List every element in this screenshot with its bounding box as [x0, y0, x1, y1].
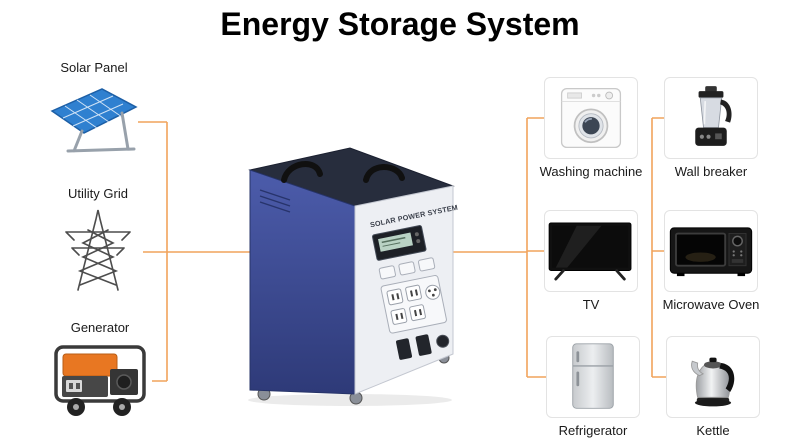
appliance-label: TV: [582, 297, 600, 312]
source-label: Solar Panel: [60, 60, 128, 75]
energy-storage-unit: SOLAR POWER SYSTEM: [238, 146, 460, 413]
appliance-washing-machine: Washing machine: [539, 77, 643, 179]
appliance-refrigerator: Refrigerator: [541, 336, 645, 438]
tv-icon: [548, 221, 632, 281]
appliance-card: [544, 210, 638, 292]
solar-power-system-unit: SOLAR POWER SYSTEM: [248, 147, 459, 406]
appliance-label: Microwave Oven: [662, 297, 760, 312]
source-solar-panel: Solar Panel: [38, 60, 150, 161]
source-label: Utility Grid: [68, 186, 128, 201]
appliance-kettle: Kettle: [661, 336, 765, 438]
appliance-label: Wall breaker: [674, 164, 748, 179]
appliance-card: [544, 77, 638, 159]
utility-grid-icon: [65, 209, 131, 291]
washing-machine-icon: [560, 87, 622, 149]
wall-breaker-icon: [695, 85, 732, 146]
appliance-microwave-oven: Microwave Oven: [659, 210, 763, 312]
appliance-wall-breaker: Wall breaker: [659, 77, 763, 179]
source-generator: Generator: [45, 320, 155, 419]
appliance-card: [666, 336, 760, 418]
appliance-label: Refrigerator: [558, 423, 628, 438]
source-utility-grid: Utility Grid: [48, 186, 148, 292]
solar-panel-icon: [50, 88, 138, 153]
source-label: Generator: [70, 320, 130, 335]
microwave-oven-icon: [669, 226, 753, 276]
generator-icon: [54, 345, 146, 416]
appliance-tv: TV: [539, 210, 643, 312]
appliance-label: Washing machine: [539, 164, 643, 179]
connector-group: [138, 117, 666, 382]
page-title: Energy Storage System: [220, 6, 580, 42]
appliance-card: [664, 210, 758, 292]
appliance-card: [664, 77, 758, 159]
kettle-icon: [691, 357, 735, 406]
appliance-label: Kettle: [696, 423, 730, 438]
refrigerator-icon: [572, 343, 614, 409]
appliance-card: [546, 336, 640, 418]
